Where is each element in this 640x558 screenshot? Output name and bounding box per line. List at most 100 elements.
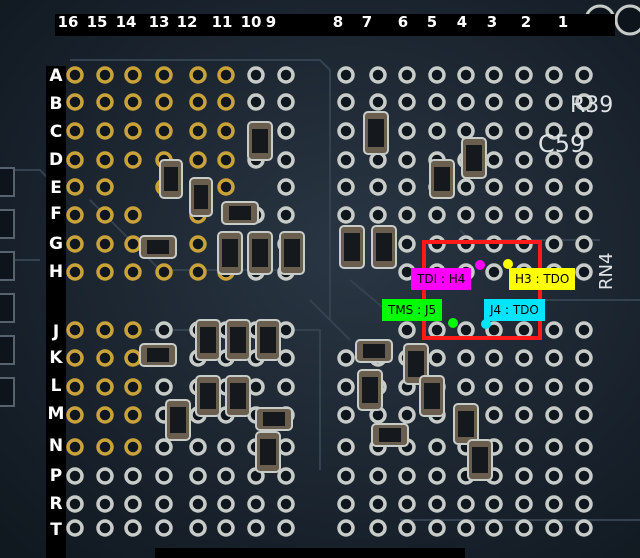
pad [575, 495, 593, 513]
pad [428, 519, 446, 537]
pad [217, 66, 235, 84]
pad [124, 151, 142, 169]
pad [189, 66, 207, 84]
column-label: 10 [240, 13, 262, 31]
pad [369, 151, 387, 169]
pad [398, 467, 416, 485]
pad [66, 151, 84, 169]
pad [66, 206, 84, 224]
pad [485, 519, 503, 537]
row-label-strip [46, 66, 66, 558]
pad [124, 93, 142, 111]
pad [124, 66, 142, 84]
pad [485, 378, 503, 396]
pad [545, 66, 563, 84]
pad [96, 206, 114, 224]
pad [575, 93, 593, 111]
smd-body [376, 233, 392, 261]
pad [428, 349, 446, 367]
smd-body [408, 351, 424, 377]
pad [515, 151, 533, 169]
column-label: 15 [86, 13, 108, 31]
pad [575, 235, 593, 253]
pad [485, 66, 503, 84]
pad [124, 519, 142, 537]
pad [485, 151, 503, 169]
pad [457, 349, 475, 367]
pad [96, 66, 114, 84]
jtag-highlight-box [422, 240, 542, 340]
pad [515, 206, 533, 224]
smd-body [230, 327, 246, 353]
pad [398, 321, 416, 339]
pad [515, 519, 533, 537]
pad [337, 206, 355, 224]
pad [155, 495, 173, 513]
pad [124, 206, 142, 224]
smd-body [472, 447, 488, 473]
row-label: T [50, 520, 62, 540]
smd-body [424, 383, 440, 409]
column-label: 7 [361, 13, 373, 31]
pad [398, 519, 416, 537]
column-label: 12 [176, 13, 198, 31]
pad [545, 235, 563, 253]
pad [155, 467, 173, 485]
pad [457, 66, 475, 84]
pad [398, 495, 416, 513]
pad [545, 151, 563, 169]
pad [457, 321, 475, 339]
row-label: L [50, 376, 62, 396]
pad [96, 495, 114, 513]
pad [457, 519, 475, 537]
smd-body [200, 327, 216, 353]
pad [277, 467, 295, 485]
pad [575, 349, 593, 367]
pad [545, 519, 563, 537]
smd-body [222, 239, 238, 267]
pin-h4-marker [475, 260, 485, 270]
pad [96, 438, 114, 456]
pad-grid [66, 66, 593, 537]
pad [66, 495, 84, 513]
pad [66, 467, 84, 485]
pad [575, 178, 593, 196]
column-label: 4 [456, 13, 468, 31]
tms-j5-tag: TMS : J5 [382, 299, 443, 321]
pad [515, 467, 533, 485]
pad [575, 122, 593, 140]
pad [337, 519, 355, 537]
pad [545, 467, 563, 485]
pad [369, 519, 387, 537]
column-label: 2 [520, 13, 532, 31]
row-label: G [49, 234, 63, 254]
column-label: 6 [397, 13, 409, 31]
pad [189, 122, 207, 140]
pad [277, 495, 295, 513]
pad [485, 93, 503, 111]
pad [428, 93, 446, 111]
bottom-strip [155, 548, 465, 558]
pad [277, 349, 295, 367]
pad [189, 151, 207, 169]
row-label: P [49, 466, 63, 486]
pad [337, 93, 355, 111]
pad [457, 206, 475, 224]
pad [398, 178, 416, 196]
pad [277, 122, 295, 140]
row-label: D [48, 150, 64, 170]
pin-j5-marker [448, 318, 458, 328]
pin-j4-marker [481, 319, 491, 329]
pad [545, 206, 563, 224]
row-label: H [48, 262, 64, 282]
pad [124, 495, 142, 513]
row-label: R [49, 494, 63, 514]
silk-r39: R39 [570, 93, 613, 118]
pad [515, 495, 533, 513]
pad [545, 178, 563, 196]
pad [66, 263, 84, 281]
smd-body [260, 439, 276, 465]
row-label: B [49, 94, 63, 114]
pad [96, 178, 114, 196]
